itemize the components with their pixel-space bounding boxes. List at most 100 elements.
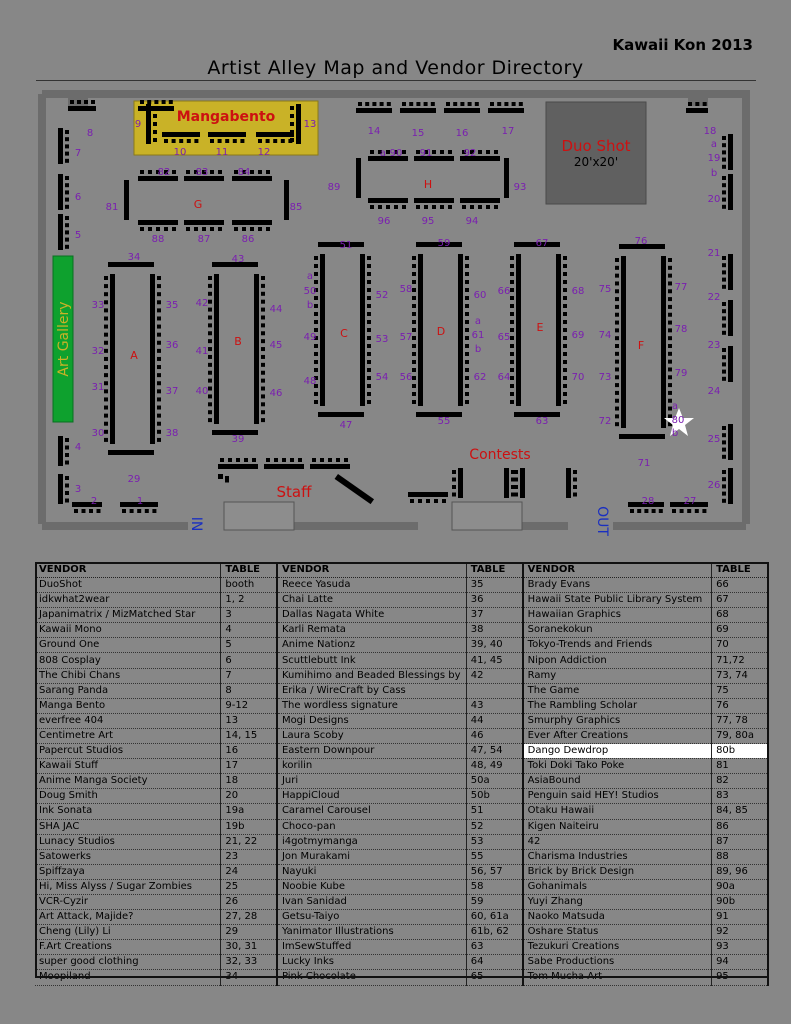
chair (104, 332, 108, 337)
chair (104, 308, 108, 313)
table-number: 92 (711, 924, 770, 941)
chair (412, 352, 416, 356)
table-header: TABLE (466, 562, 524, 578)
chair (573, 477, 577, 482)
table-number: 93 (711, 939, 770, 956)
table-number: 79 (675, 368, 688, 379)
chair (448, 205, 452, 209)
table (360, 254, 365, 406)
duo-shot-size: 20'x20' (574, 155, 618, 169)
vendor-name: Juri (276, 773, 467, 790)
chair (261, 315, 265, 320)
chair (367, 288, 371, 292)
table-number: 16 (456, 128, 469, 139)
chair (65, 460, 69, 465)
chair (615, 344, 619, 348)
chair (510, 264, 514, 268)
table-number: 62 (474, 372, 487, 383)
chair (563, 256, 567, 260)
table (458, 254, 463, 406)
chair (171, 139, 176, 143)
vendor-name: Doug Smith (35, 788, 222, 805)
chair (367, 256, 371, 260)
chair (722, 447, 726, 452)
chair (208, 315, 212, 320)
chair (465, 352, 469, 356)
table-number: 44 (466, 713, 524, 729)
chair (615, 406, 619, 411)
chair (234, 227, 238, 231)
chair (280, 139, 285, 143)
chair (370, 150, 374, 154)
table (208, 132, 246, 137)
chair (157, 397, 161, 402)
table (621, 256, 626, 428)
chair (514, 492, 518, 497)
chair (65, 130, 69, 134)
table-number: 21 (708, 248, 721, 259)
table-number: 24 (708, 386, 721, 397)
chair (722, 477, 726, 482)
vendor-name: Dango Dewdrop (522, 743, 713, 760)
table (414, 198, 454, 203)
table-number: 7 (75, 148, 81, 159)
chair (448, 150, 452, 154)
chair (242, 170, 246, 174)
vendor-name: SHA JAC (35, 819, 222, 835)
sub-table-label: a (672, 401, 678, 412)
chair (314, 360, 318, 364)
vendor-name: Cheng (Lily) Li (35, 924, 222, 941)
chair (164, 227, 168, 231)
chair (510, 336, 514, 340)
table-number: 53 (466, 834, 524, 850)
chair (65, 216, 69, 220)
chair (157, 413, 161, 418)
table-number: 74 (599, 330, 612, 341)
chair (490, 102, 494, 106)
vendor-name: Kawaii Mono (35, 622, 222, 639)
table-number: 90b (711, 894, 770, 911)
chair (615, 375, 619, 380)
chair (104, 356, 108, 361)
sub-table-label: b (672, 428, 678, 439)
chair (679, 509, 684, 513)
table-number: 18 (220, 773, 278, 790)
table (218, 464, 258, 469)
vendor-name: Chai Latte (276, 592, 467, 609)
chair (242, 227, 246, 231)
chair (722, 256, 726, 260)
chair (104, 316, 108, 321)
chair (153, 106, 157, 110)
chair (65, 183, 69, 188)
table-number: 60, 61a (466, 909, 524, 926)
table (728, 254, 733, 290)
chair (261, 354, 265, 359)
chair (615, 258, 619, 262)
vendor-name: Penguin said HEY! Studios (522, 788, 713, 805)
chair (266, 458, 270, 462)
chair (668, 344, 672, 348)
header-divider (36, 80, 756, 81)
chair (394, 205, 398, 209)
vendor-name: The wordless signature (276, 698, 467, 714)
chair (157, 348, 161, 353)
chair (722, 498, 726, 503)
table-number: 75 (599, 284, 612, 295)
table (120, 502, 158, 507)
table-number: 4 (75, 442, 81, 453)
chair (722, 176, 726, 180)
chair (668, 375, 672, 380)
chair (208, 386, 212, 391)
table-number: 10 (174, 147, 187, 158)
chair (65, 244, 69, 249)
table (488, 108, 524, 113)
chair (65, 223, 69, 228)
chair (104, 413, 108, 418)
chair (153, 138, 157, 142)
vendor-name: Yanimator Illustrations (276, 924, 467, 941)
table-number: 95 (422, 216, 435, 227)
table-number: 48 (304, 376, 317, 387)
table-number: 56, 57 (466, 864, 524, 880)
